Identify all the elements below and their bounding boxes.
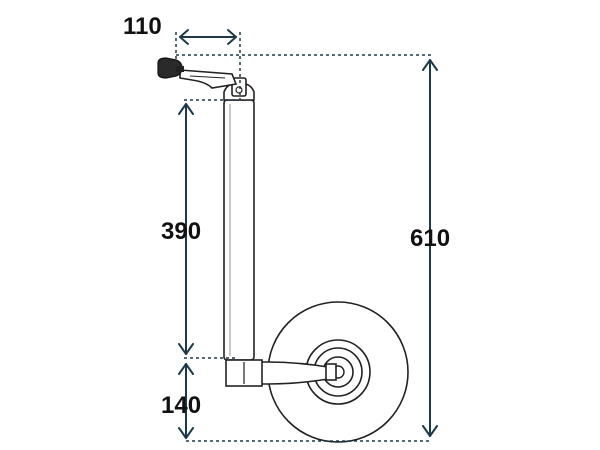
label-wheel-drop: 140: [161, 392, 201, 419]
label-crank-offset: 110: [123, 13, 162, 40]
crank-arm: [179, 69, 238, 89]
label-total-height: 610: [410, 225, 450, 252]
jockey-wheel-drawing: [157, 57, 409, 443]
dimension-tube-length: [178, 99, 236, 359]
dimension-lines: [175, 29, 438, 442]
outer-tube: [223, 99, 255, 361]
dimension-total-height: [176, 54, 438, 442]
dimension-wheel-drop: [178, 363, 194, 439]
fork-clamp: [325, 363, 337, 381]
label-tube-length: 390: [161, 218, 201, 245]
dimension-crank-offset: [175, 29, 241, 100]
